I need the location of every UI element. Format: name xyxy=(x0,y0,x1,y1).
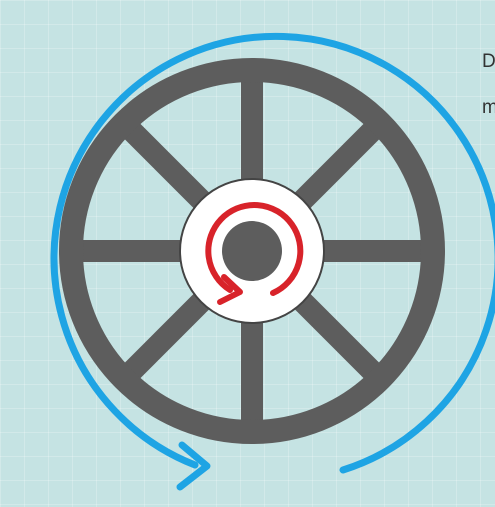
wheel-axle xyxy=(222,221,282,281)
wagon-wheel xyxy=(71,70,433,432)
side-text-line-2: m xyxy=(482,98,495,117)
side-text-line-1: D xyxy=(482,52,495,71)
